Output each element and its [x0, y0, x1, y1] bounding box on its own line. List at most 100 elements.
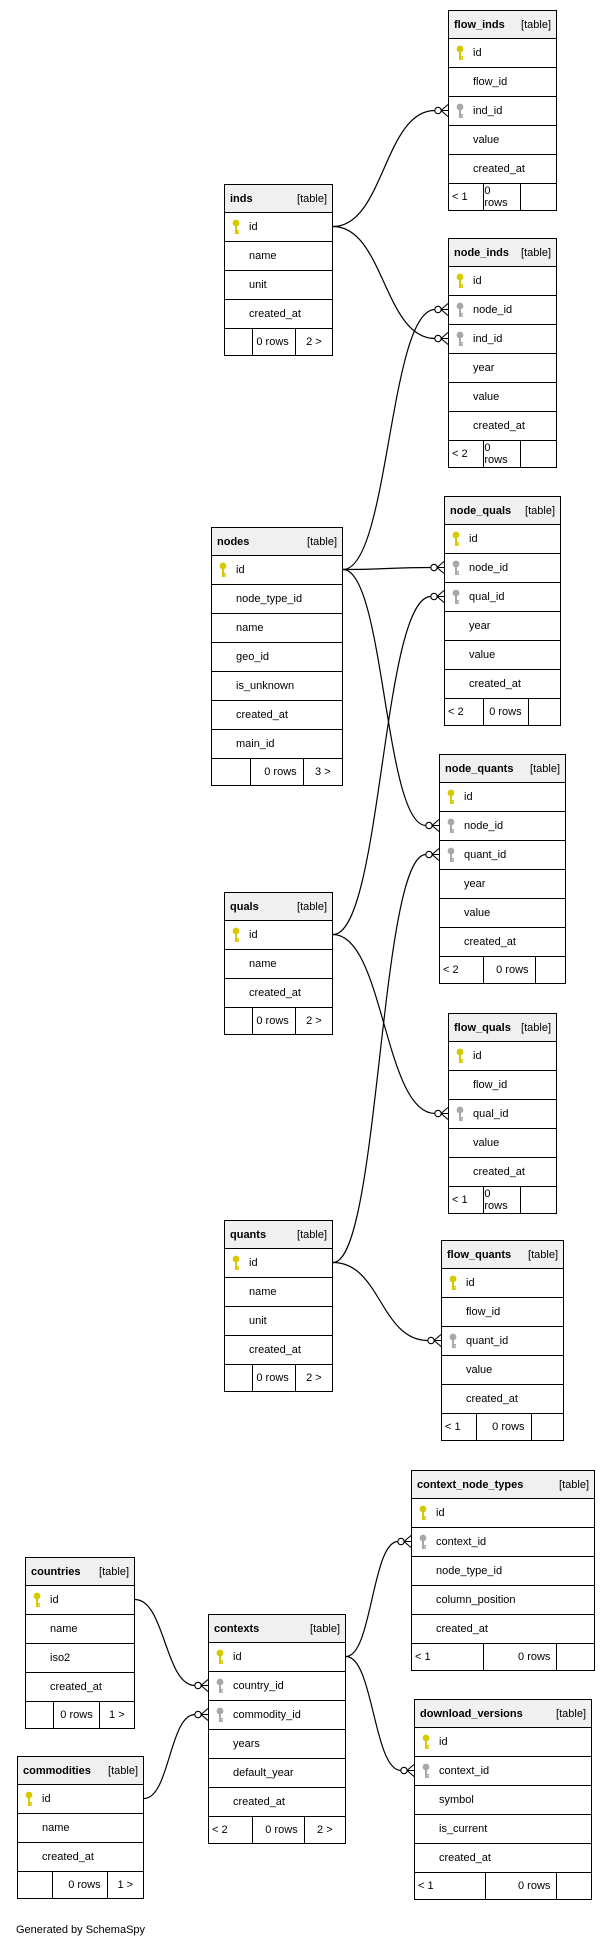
column-row[interactable]: created_at [212, 701, 342, 730]
column-row[interactable]: created_at [225, 300, 332, 329]
column-row[interactable]: id [449, 39, 556, 68]
column-row[interactable]: name [26, 1615, 134, 1644]
column-row[interactable]: commodity_id [209, 1701, 345, 1730]
column-row[interactable]: default_year [209, 1759, 345, 1788]
column-row[interactable]: ind_id [449, 97, 556, 126]
column-row[interactable]: is_unknown [212, 672, 342, 701]
column-row[interactable]: created_at [445, 670, 560, 699]
column-row[interactable]: context_id [412, 1528, 594, 1557]
parents-count: < 2 [445, 699, 485, 725]
column-row[interactable]: quant_id [442, 1327, 563, 1356]
column-row[interactable]: id [449, 267, 556, 296]
parents-count [225, 1365, 253, 1391]
column-row[interactable]: id [209, 1643, 345, 1672]
column-row[interactable]: value [449, 126, 556, 155]
column-row[interactable]: symbol [415, 1786, 591, 1815]
column-row[interactable]: country_id [209, 1672, 345, 1701]
column-row[interactable]: years [209, 1730, 345, 1759]
column-row[interactable]: created_at [225, 979, 332, 1008]
column-row[interactable]: name [18, 1814, 143, 1843]
row-count: 0 rows [484, 699, 529, 725]
column-row[interactable]: qual_id [449, 1100, 556, 1129]
column-row[interactable]: year [445, 612, 560, 641]
column-row[interactable]: created_at [209, 1788, 345, 1817]
column-row[interactable]: id [440, 783, 565, 812]
column-row[interactable]: year [449, 354, 556, 383]
column-row[interactable]: id [415, 1728, 591, 1757]
column-row[interactable]: created_at [225, 1336, 332, 1365]
column-row[interactable]: created_at [449, 1158, 556, 1187]
column-row[interactable]: node_id [440, 812, 565, 841]
parents-count: < 2 [209, 1817, 254, 1843]
column-row[interactable]: created_at [440, 928, 565, 957]
column-row[interactable]: id [445, 525, 560, 554]
row-count: 0 rows [251, 759, 304, 785]
column-row[interactable]: created_at [415, 1844, 591, 1873]
column-row[interactable]: id [18, 1785, 143, 1814]
column-row[interactable]: node_id [449, 296, 556, 325]
column-name: created_at [249, 987, 301, 999]
column-row[interactable]: unit [225, 1307, 332, 1336]
column-row[interactable]: created_at [449, 155, 556, 184]
column-row[interactable]: value [445, 641, 560, 670]
column-row[interactable]: unit [225, 271, 332, 300]
column-name: node_id [464, 820, 504, 832]
column-row[interactable]: node_type_id [212, 585, 342, 614]
column-row[interactable]: qual_id [445, 583, 560, 612]
parents-count: < 1 [442, 1414, 478, 1440]
column-row[interactable]: created_at [412, 1615, 594, 1644]
column-row[interactable]: year [440, 870, 565, 899]
column-row[interactable]: id [225, 213, 332, 242]
column-row[interactable]: flow_id [449, 1071, 556, 1100]
column-row[interactable]: created_at [449, 412, 556, 441]
column-row[interactable]: ind_id [449, 325, 556, 354]
column-row[interactable]: name [225, 1278, 332, 1307]
column-row[interactable]: value [440, 899, 565, 928]
column-row[interactable]: node_id [445, 554, 560, 583]
column-row[interactable]: flow_id [449, 68, 556, 97]
column-name: value [466, 1364, 493, 1376]
column-row[interactable]: main_id [212, 730, 342, 759]
column-row[interactable]: id [225, 921, 332, 950]
column-row[interactable]: geo_id [212, 643, 342, 672]
column-row[interactable]: value [442, 1356, 563, 1385]
column-row[interactable]: value [449, 383, 556, 412]
column-row[interactable]: column_position [412, 1586, 594, 1615]
column-row[interactable]: created_at [18, 1843, 143, 1872]
column-row[interactable]: created_at [442, 1385, 563, 1414]
column-row[interactable]: id [212, 556, 342, 585]
column-row[interactable]: name [212, 614, 342, 643]
column-row[interactable]: value [449, 1129, 556, 1158]
column-row[interactable]: is_current [415, 1815, 591, 1844]
column-row[interactable]: name [225, 950, 332, 979]
column-row[interactable]: id [225, 1249, 332, 1278]
column-row[interactable]: context_id [415, 1757, 591, 1786]
parents-count: < 1 [415, 1873, 487, 1899]
column-row[interactable]: id [26, 1586, 134, 1615]
column-row[interactable]: quant_id [440, 841, 565, 870]
column-row[interactable]: name [225, 242, 332, 271]
column-row[interactable]: node_type_id [412, 1557, 594, 1586]
column-row[interactable]: id [449, 1042, 556, 1071]
column-row[interactable]: iso2 [26, 1644, 134, 1673]
column-row[interactable]: id [442, 1269, 563, 1298]
column-row[interactable]: id [412, 1499, 594, 1528]
column-row[interactable]: created_at [26, 1673, 134, 1702]
column-row[interactable]: flow_id [442, 1298, 563, 1327]
